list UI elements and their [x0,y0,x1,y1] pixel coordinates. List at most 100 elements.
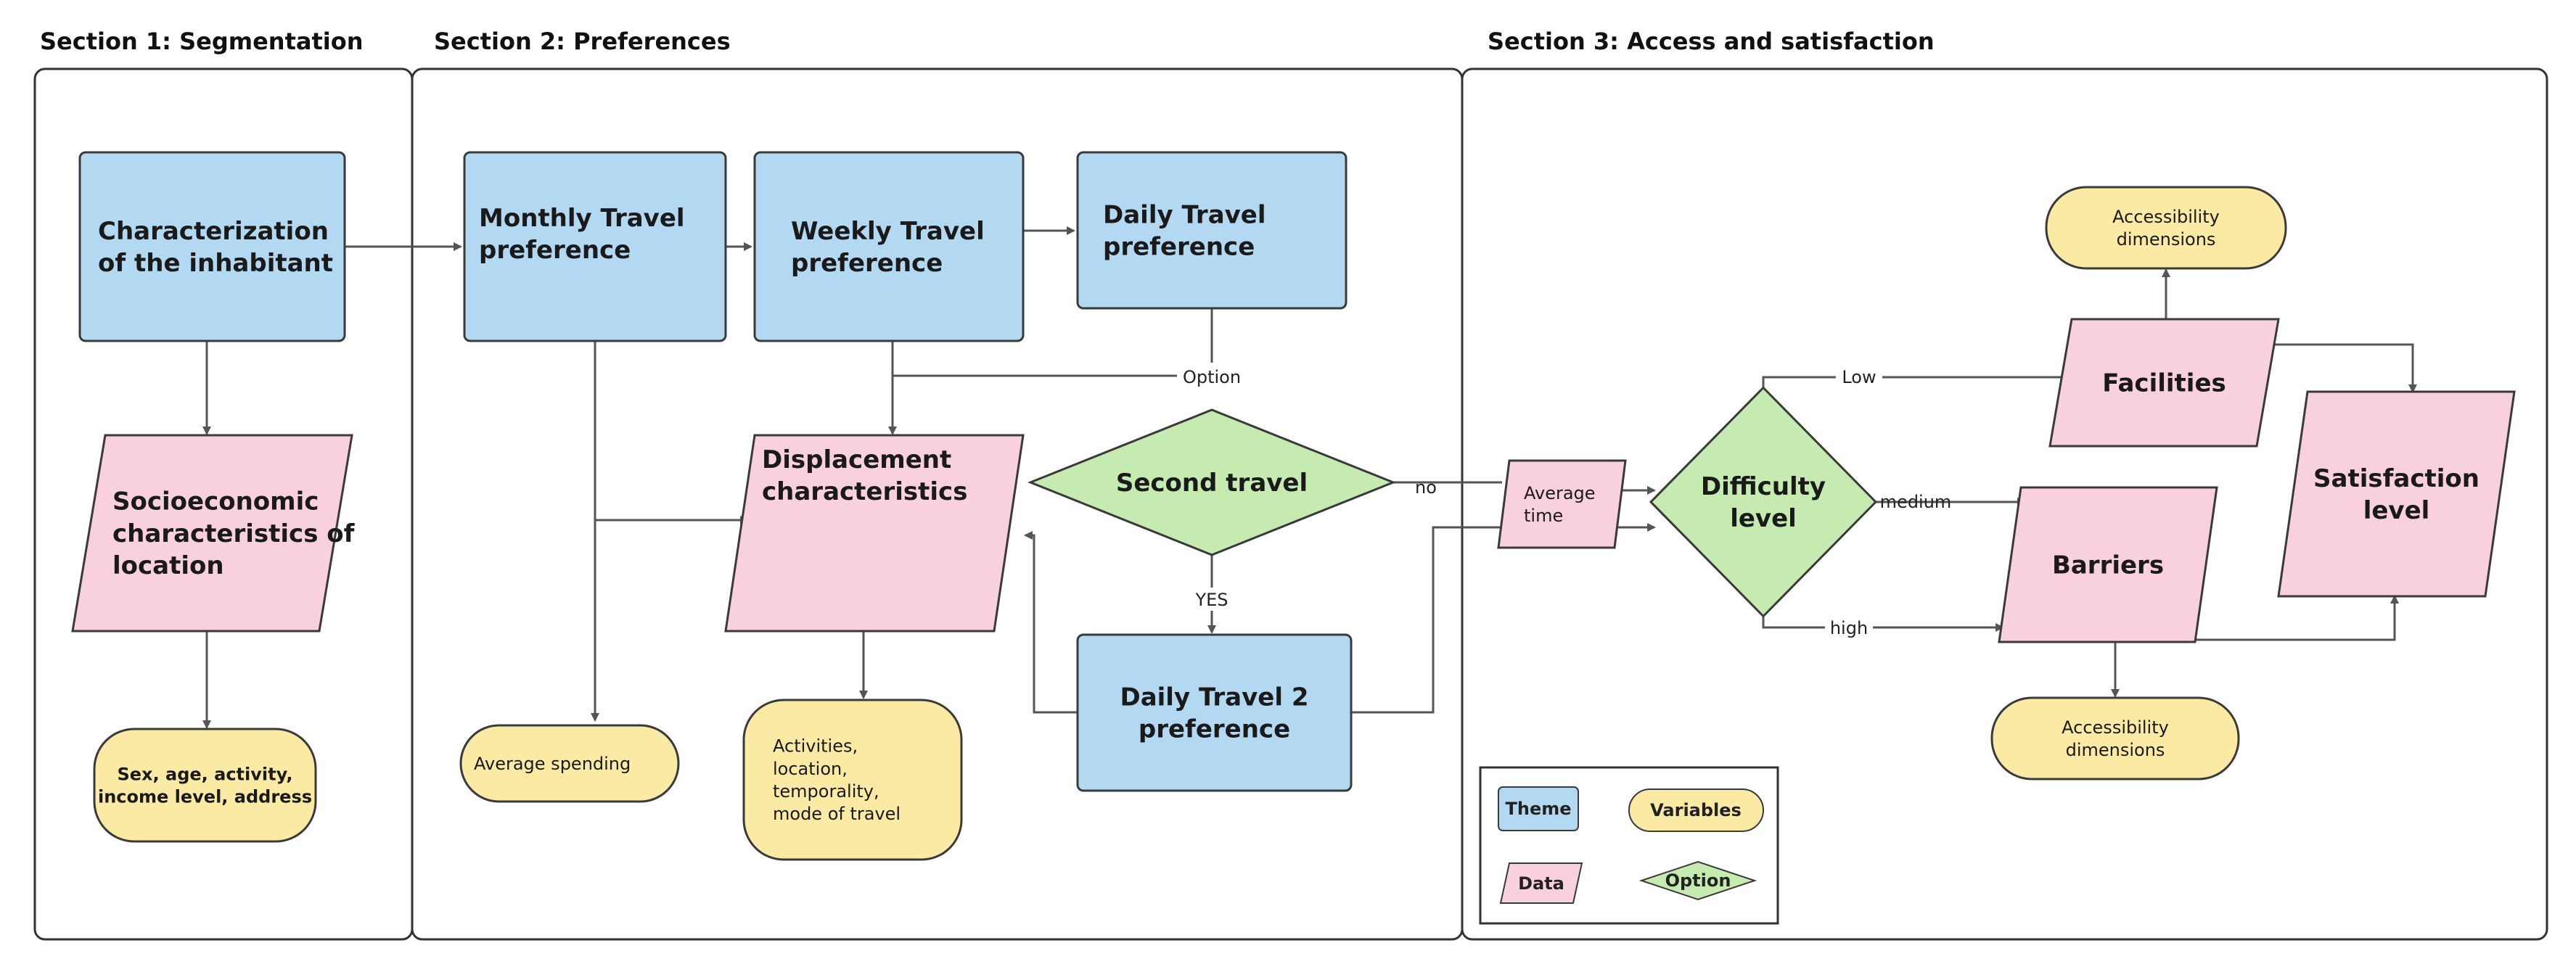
legend-theme-label: Theme [1505,799,1571,819]
node-average-time-label-line: time [1524,506,1563,526]
node-characterization-shape [78,151,346,342]
node-socioeconomic-shape [71,434,353,633]
node-sex-age-shape [93,728,317,843]
node-displacement-label-line: Displacement [762,445,951,474]
legend-data-label: Data [1518,873,1564,894]
edge-difficulty-to-facilities [1762,373,2073,388]
node-characterization: Characterization of the inhabitant [78,151,346,342]
node-daily2-label-line: preference [1139,715,1290,744]
node-socioeconomic-label-line: Socioeconomic [112,487,319,516]
node-daily-label-line: Daily Travel [1103,200,1266,229]
edge-label-no: no [1415,477,1437,498]
node-sex-age-label-line: Sex, age, activity, [117,764,292,784]
node-average-time: Average time [1497,459,1627,549]
node-facilities-shape [2048,318,2280,448]
node-monthly-shape [463,151,727,342]
node-barriers-label-line: Barriers [2052,551,2164,580]
legend-theme-swatch [1498,786,1579,831]
node-second-travel-shape [1027,408,1397,556]
node-access-dim-bottom-shape [1990,696,2240,781]
node-average-spending-shape [459,724,680,803]
node-activities: Activities,location,temporality,mode of … [742,699,963,861]
node-access-dim-top-label-line: dimensions [2117,229,2216,250]
edge-label-option: Option [1183,367,1241,387]
edge-daily2-to-difficulty [1351,523,1656,714]
node-access-dim-bottom-label-line: dimensions [2066,740,2165,760]
node-barriers: Barriers [1998,486,2218,643]
node-daily2-shape [1076,633,1353,792]
node-average-time-shape [1497,459,1627,549]
connectors [202,226,2417,729]
nodes: Characterization of the inhabitantSocioec… [71,151,2516,861]
node-daily-label-line: preference [1103,233,1255,262]
legend-variables-label: Variables [1650,800,1742,820]
node-difficulty-label-line: level [1730,504,1797,533]
section-2-title: Section 2: Preferences [434,28,731,55]
node-weekly-shape [753,151,1025,342]
node-weekly-label-line: preference [791,249,943,278]
edge-label-low: Low [1842,367,1876,387]
section-3-title: Section 3: Access and satisfaction [1488,28,1935,55]
edge-label-high: high [1830,618,1868,638]
node-characterization-label-line: Characterization [98,217,329,246]
node-displacement-shape [724,434,1025,633]
node-average-spending: Average spending [459,724,680,803]
node-satisfaction: Satisfaction level [2277,390,2516,598]
node-daily: Daily Travel preference [1076,151,1348,310]
node-monthly-label-line: Monthly Travel [479,204,685,233]
node-sex-age-label-line: income level, address [98,787,312,807]
node-facilities-label-line: Facilities [2102,368,2226,398]
node-access-dim-top-shape [2045,186,2287,270]
node-daily-shape [1076,151,1348,310]
node-difficulty: Difficulty level [1649,386,1878,618]
node-activities-label-line: Activities, [773,736,858,757]
node-monthly: Monthly Travel preference [463,151,727,342]
node-average-spending-label-line: Average spending [474,754,631,774]
node-weekly: Weekly Travel preference [753,151,1025,342]
legend: Theme Variables Data Option [1479,766,1779,925]
node-satisfaction-label-line: Satisfaction [2313,464,2479,493]
edge-label-yes: YES [1194,590,1228,610]
node-socioeconomic-label-line: characteristics of [112,519,356,548]
node-socioeconomic: Socioeconomic characteristics of location [71,434,356,633]
node-difficulty-label-line: Difficulty [1701,472,1826,501]
legend-data-swatch [1499,862,1583,904]
edge-difficulty-to-barriers-high [1762,617,2004,632]
node-sex-age: Sex, age, activity, income level, addres… [93,728,317,843]
edge-daily2-to-displacement [1024,531,1078,714]
node-displacement-label-line: characteristics [762,477,967,506]
node-difficulty-shape [1649,386,1878,618]
edge-facilities-to-satisfaction [2264,343,2417,393]
node-weekly-label-line: Weekly Travel [791,217,985,246]
edge-label-medium: medium [1880,492,1952,512]
node-activities-label-line: location, [773,759,848,779]
node-access-dim-top-label-line: Accessibility [2112,207,2220,227]
node-barriers-shape [1998,486,2218,643]
node-average-time-label-line: Average [1524,483,1596,503]
node-activities-shape [742,699,963,861]
node-daily2-label-line: Daily Travel 2 [1120,683,1308,712]
node-access-dim-bottom-label-line: Accessibility [2062,717,2169,738]
section-1-title: Section 1: Segmentation [40,28,364,55]
node-activities-label-line: temporality, [773,781,879,802]
node-second-travel: Second travel [1027,408,1397,556]
legend-option-swatch [1638,860,1757,901]
node-monthly-label-line: preference [479,236,631,265]
edge-labels: Option YES no Low medium high [1177,363,1951,639]
edge-barriers-to-satisfaction [2195,595,2399,641]
node-second-travel-label-line: Second travel [1116,469,1308,498]
node-satisfaction-label-line: level [2363,496,2430,525]
node-activities-label-line: mode of travel [773,804,901,824]
legend-option-label: Option [1665,870,1731,891]
legend-variables-swatch [1628,788,1764,832]
node-socioeconomic-label-line: location [112,551,224,580]
node-characterization-label-line: of the inhabitant [98,249,333,278]
node-displacement: Displacement characteristics [724,434,1025,633]
node-daily2: Daily Travel 2 preference [1076,633,1353,792]
section-3-panel [1461,67,2548,941]
node-facilities: Facilities [2048,318,2280,448]
node-satisfaction-shape [2277,390,2516,598]
